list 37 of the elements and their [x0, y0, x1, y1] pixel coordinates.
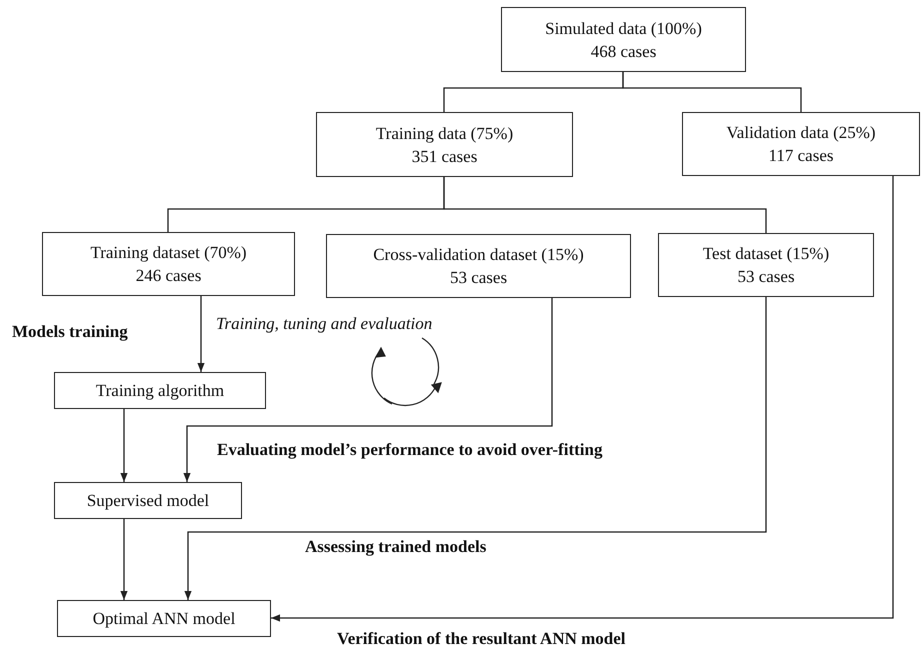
edge-label: Verification of the resultant ANN model: [337, 629, 626, 649]
connector-line: [443, 72, 624, 112]
box-text: 351 cases: [412, 146, 478, 168]
box-text: 468 cases: [590, 40, 656, 62]
arrow: [120, 409, 128, 482]
edge-label: Assessing trained models: [305, 537, 486, 557]
section-heading: Models training: [12, 322, 128, 342]
box-text: Training dataset (70%): [90, 242, 247, 264]
arrow: [120, 519, 128, 600]
process-box: [54, 482, 242, 519]
box-text: 53 cases: [737, 266, 795, 288]
arrow: [183, 298, 553, 482]
arrow: [184, 297, 767, 600]
box-text: 246 cases: [136, 265, 202, 287]
box-text: 53 cases: [450, 267, 508, 289]
box-text: Training data (75%): [376, 122, 514, 144]
process-box: [501, 7, 746, 72]
connector-line: [167, 177, 445, 232]
process-box: [316, 112, 573, 177]
process-box: [42, 232, 295, 296]
edge-label: Evaluating model’s performance to avoid over-fitting: [217, 440, 602, 460]
note: Training, tuning and evaluation: [216, 314, 432, 334]
process-box: [54, 372, 266, 409]
arrow: [271, 176, 894, 622]
process-box: [682, 112, 920, 176]
process-box: [326, 234, 631, 298]
box-text: Optimal ANN model: [92, 608, 236, 630]
box-text: Cross-validation dataset (15%): [373, 244, 584, 266]
arrow: [197, 296, 205, 372]
box-text: Training algorithm: [96, 380, 224, 402]
process-box: [57, 600, 271, 637]
box-text: 117 cases: [768, 145, 834, 167]
box-text: Validation data (25%): [726, 122, 876, 144]
box-text: Supervised model: [86, 490, 210, 512]
box-text: Test dataset (15%): [702, 243, 830, 265]
process-box: [658, 233, 874, 297]
box-text: Simulated data (100%): [545, 18, 702, 40]
